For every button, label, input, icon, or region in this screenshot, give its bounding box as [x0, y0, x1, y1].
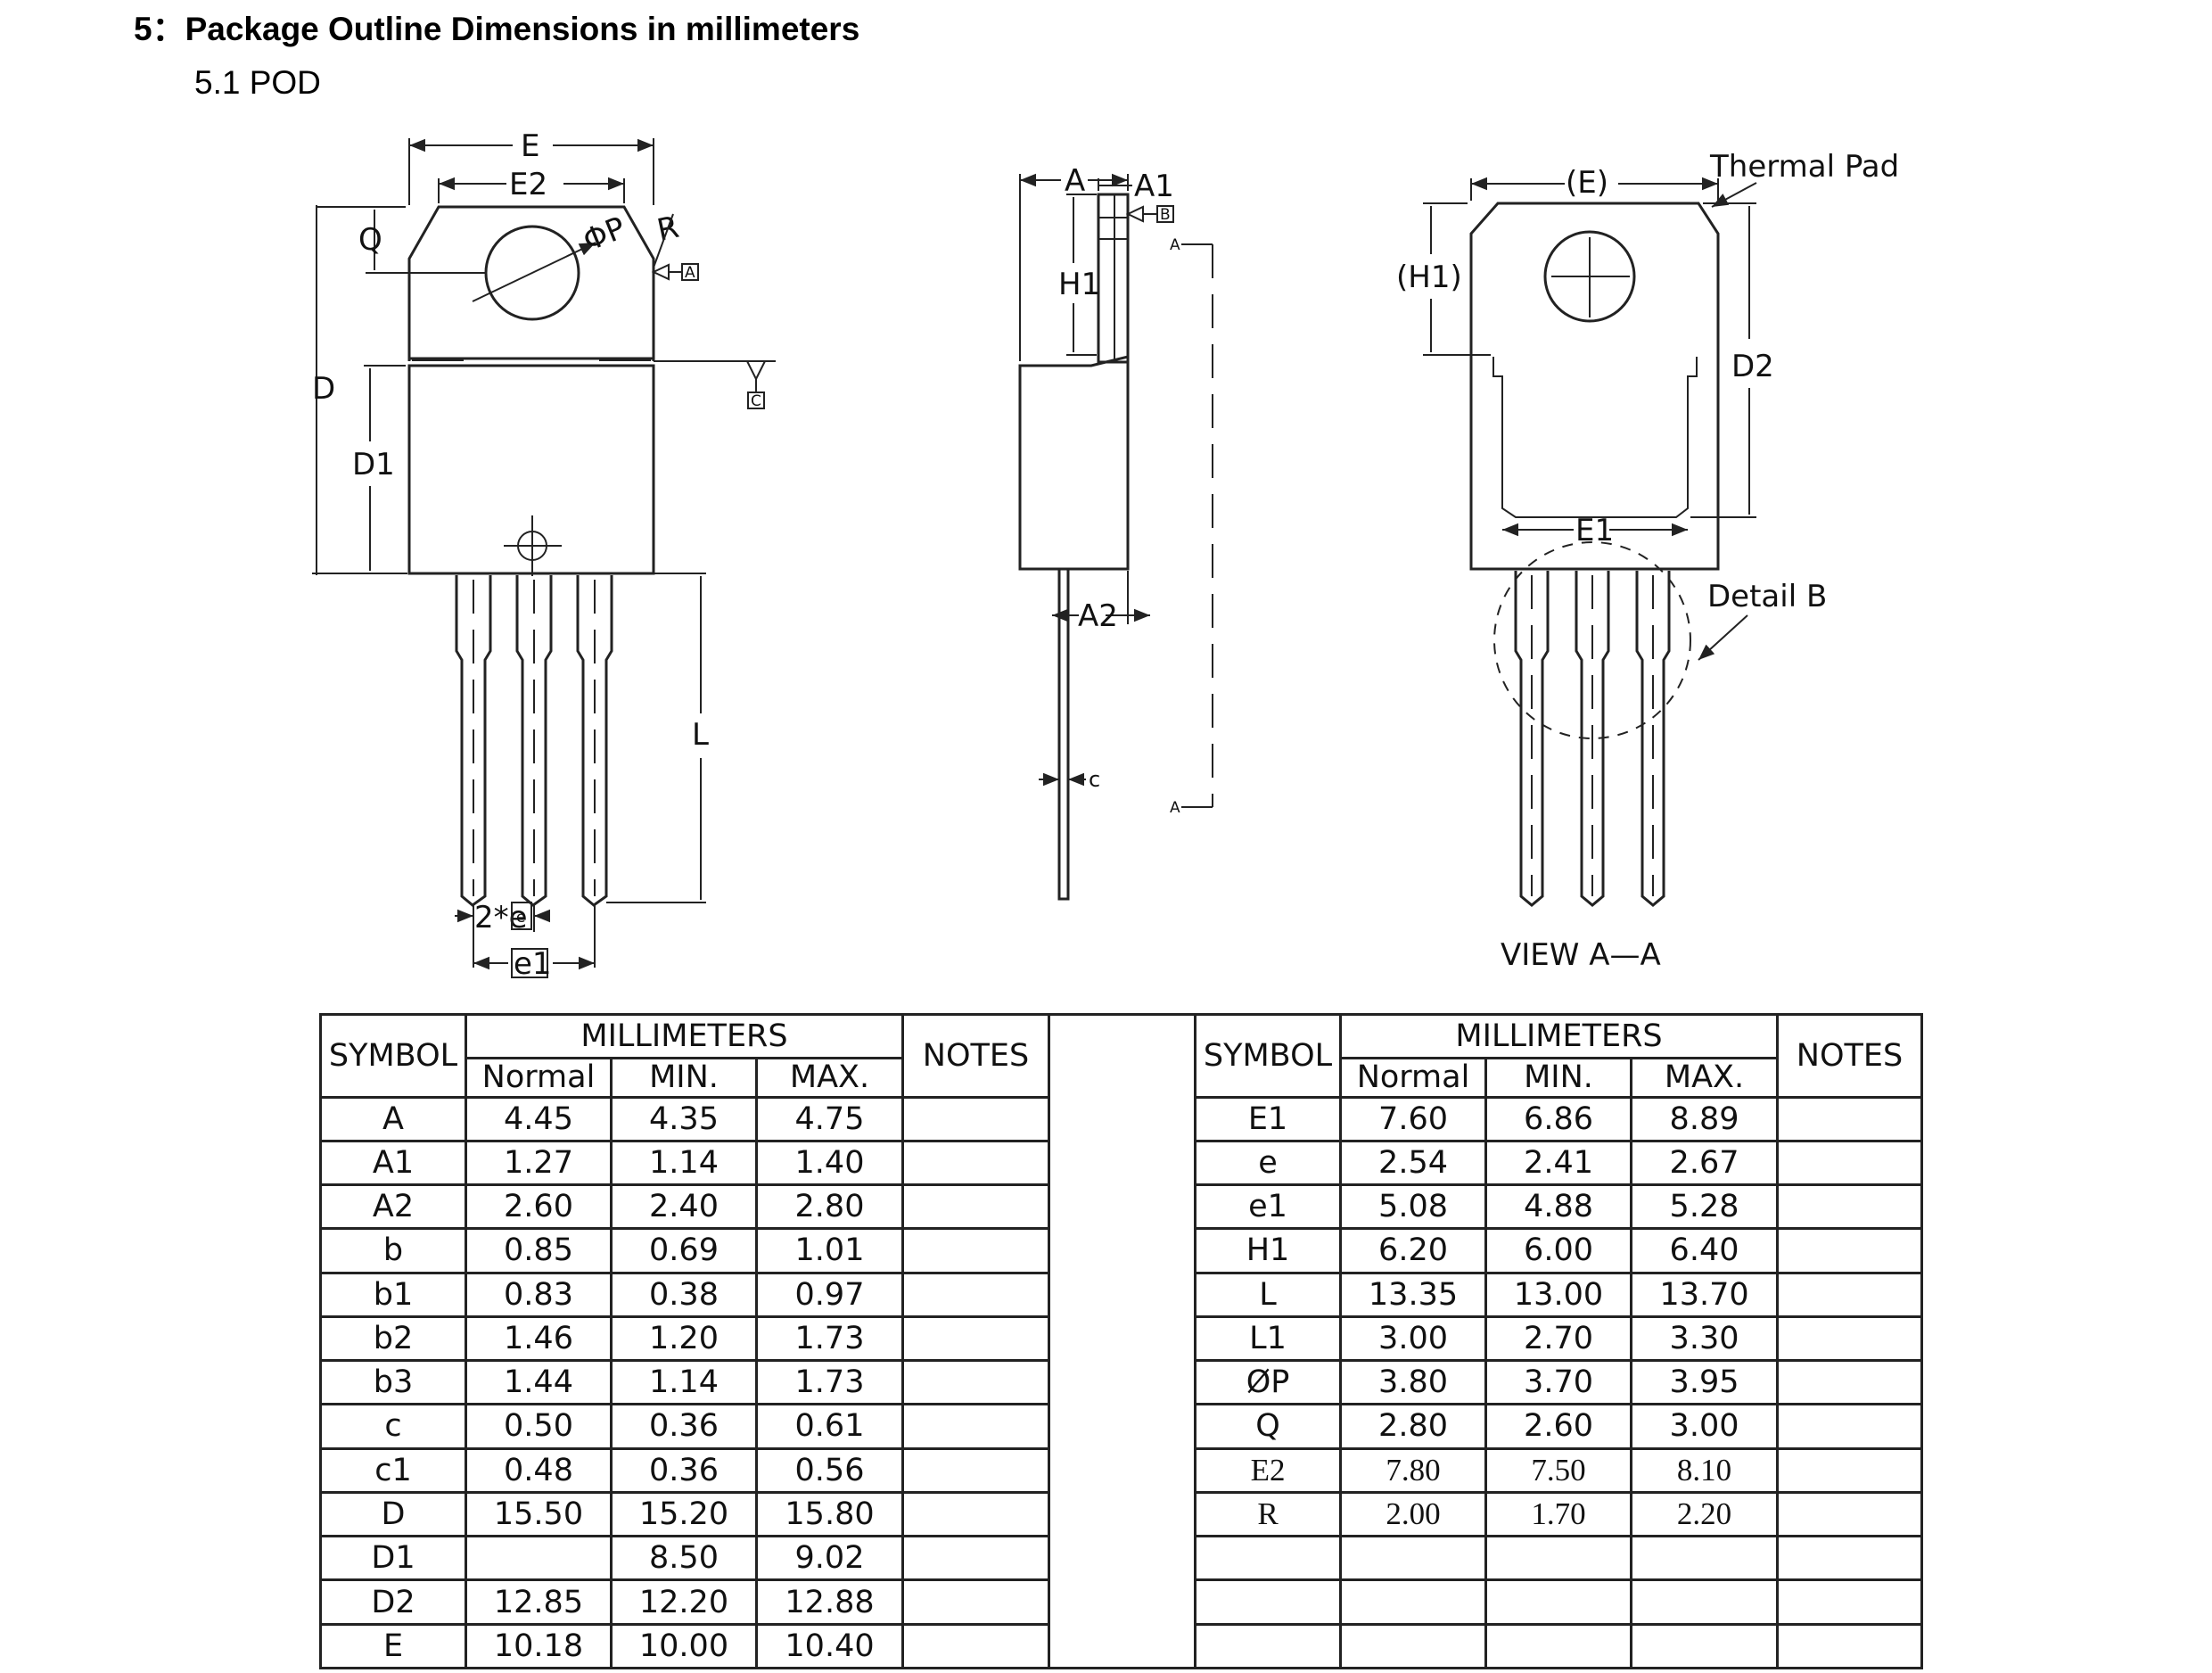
header-normal-right: Normal: [1339, 1057, 1488, 1099]
datum-C-label: C: [751, 392, 761, 410]
dim-label-D1: D1: [352, 447, 395, 482]
side-body-outline: [1018, 355, 1130, 571]
dim-label-Q: Q: [358, 222, 382, 258]
dim-label-A2: A2: [1078, 598, 1118, 634]
back-outline: [1469, 202, 1720, 571]
dimension-table: SYMBOL MILLIMETERS NOTES SYMBOL MILLIMET…: [319, 1012, 1924, 1670]
header-min-left: MIN.: [610, 1057, 758, 1099]
section-heading: 5：Package Outline Dimensions in millimet…: [134, 11, 860, 47]
back-view: (E) Thermal Pad (H1) D2 E1 Detail B: [1396, 149, 1899, 973]
header-millimeters-left: MILLIMETERS: [464, 1012, 905, 1060]
header-symbol-right: SYMBOL: [1194, 1013, 1343, 1099]
section-marker-top: A: [1170, 236, 1180, 254]
datum-A-label: A: [685, 264, 695, 282]
dim-label-L: L: [692, 717, 709, 753]
header-symbol-left: SYMBOL: [319, 1013, 467, 1099]
detail-b-label: Detail B: [1707, 579, 1827, 614]
dim-label-e1: e1: [514, 946, 552, 982]
package-outline-drawing: E E2 Q ΦP R A C D D1: [312, 128, 1899, 982]
dim-label-phiP: ΦP: [578, 210, 630, 260]
header-millimeters-right: MILLIMETERS: [1339, 1012, 1780, 1060]
side-tab: [1097, 193, 1130, 364]
dim-label-D2: D2: [1731, 349, 1774, 384]
side-view: A A1 B H1 A2 c A A: [1018, 163, 1213, 901]
header-max-left: MAX.: [754, 1057, 905, 1099]
dim-label-D: D: [312, 371, 335, 407]
back-mounting-hole: [1543, 230, 1636, 323]
header-max-right: MAX.: [1630, 1057, 1780, 1099]
front-leads: [455, 575, 613, 907]
section-marker-bottom: A: [1170, 799, 1180, 817]
side-lead: [1057, 567, 1070, 901]
thermal-pad-outline: [1492, 357, 1698, 518]
dim-label-H1: H1: [1058, 267, 1100, 302]
thermal-pad-label: Thermal Pad: [1709, 149, 1899, 185]
header-normal-left: Normal: [465, 1057, 613, 1099]
dim-label-E-ref: (E): [1566, 165, 1608, 201]
section-subheading: 5.1 POD: [194, 64, 321, 101]
header-notes-right: NOTES: [1776, 1013, 1924, 1099]
dim-label-E: E: [521, 128, 539, 164]
dim-label-c: c: [1089, 767, 1100, 792]
front-view: E E2 Q ΦP R A C D D1: [312, 128, 776, 982]
table-spacer-column: [1048, 1013, 1197, 1669]
detail-b-circle: [1493, 541, 1691, 739]
dim-label-A: A: [1065, 163, 1085, 199]
view-a-a-label: VIEW A—A: [1501, 937, 1661, 973]
front-tab-outline: [407, 205, 655, 361]
header-min-right: MIN.: [1484, 1057, 1633, 1099]
back-leads: [1514, 571, 1671, 907]
datum-B-label: B: [1160, 206, 1171, 224]
dim-label-H1-ref: (H1): [1396, 260, 1462, 295]
dim-label-2e-box: e: [516, 909, 525, 927]
dim-label-A1: A1: [1134, 169, 1174, 204]
hole-diameter-line: [472, 242, 596, 302]
header-notes-left: NOTES: [901, 1013, 1051, 1099]
dim-label-E2: E2: [509, 167, 547, 202]
